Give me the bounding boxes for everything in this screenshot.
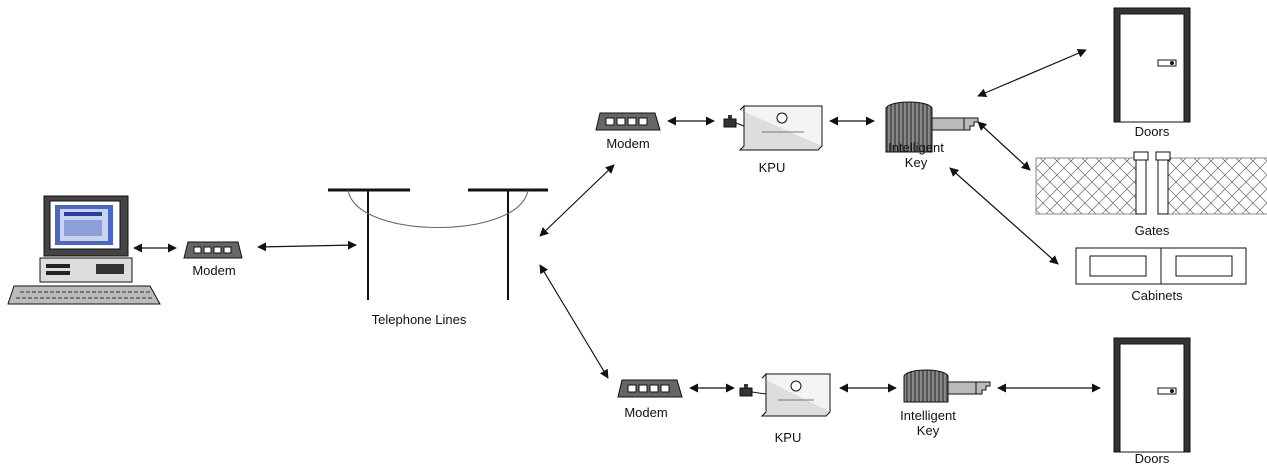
arrow-modem-telephone — [257, 240, 357, 252]
kpu-icon — [723, 104, 823, 151]
label-modem-bottom: Modem — [624, 405, 668, 420]
arrow-telephone-modem-top — [539, 164, 615, 237]
door-icon — [1113, 7, 1191, 123]
label-doors-top: Doors — [1134, 124, 1170, 139]
arrow-key-cabinets — [949, 167, 1059, 265]
label-kpu-top: KPU — [758, 160, 786, 175]
kpu-icon — [739, 372, 831, 417]
label-telephone-lines: Telephone Lines — [371, 312, 467, 327]
intelligent-key-icon — [903, 369, 991, 403]
modem-icon — [617, 379, 683, 398]
modem-icon — [595, 112, 661, 131]
label-kpu-bottom: KPU — [774, 430, 802, 445]
label-doors-bottom: Doors — [1134, 451, 1170, 466]
label-key-top-line2: Key — [904, 155, 928, 170]
modem-icon — [183, 241, 243, 259]
label-key-bottom-line1: Intelligent — [900, 408, 956, 423]
intelligent-key-icon — [885, 101, 979, 153]
arrow-telephone-modem-bottom — [539, 264, 609, 379]
label-modem-pc: Modem — [192, 263, 236, 278]
label-key-bottom-line2: Key — [916, 423, 940, 438]
connector-arrows — [133, 49, 1101, 393]
label-gates: Gates — [1134, 223, 1170, 238]
label-key-top-line1: Intelligent — [888, 140, 944, 155]
label-cabinets: Cabinets — [1131, 288, 1183, 303]
computer-icon — [7, 195, 161, 305]
gate-icon — [1035, 151, 1267, 215]
telephone-lines — [328, 188, 548, 300]
arrow-key-doors-top — [977, 49, 1087, 97]
arrow-key-gates — [977, 121, 1031, 171]
cabinet-icon — [1075, 247, 1247, 285]
label-modem-top: Modem — [606, 136, 650, 151]
door-icon — [1113, 337, 1191, 453]
